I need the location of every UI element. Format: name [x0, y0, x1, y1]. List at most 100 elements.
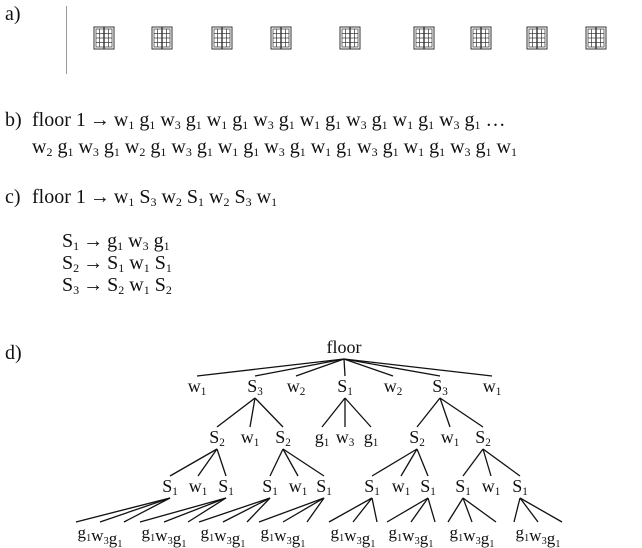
symbol-token: g1: [103, 136, 120, 159]
symbol-token: g1: [153, 230, 170, 253]
symbol-token: w3: [264, 136, 285, 159]
symbol-token: g1: [336, 136, 353, 159]
label-c: c): [5, 186, 21, 208]
symbol-token: g1: [418, 109, 435, 132]
tree-root-floor: floor: [327, 337, 362, 357]
production-c-lhs: floor 1: [32, 186, 86, 208]
tree-edge: [343, 358, 394, 377]
tree-edge: [343, 358, 346, 377]
rule-2: S2→S1 w1 S1: [62, 252, 172, 275]
tree-leaf: g1w3g1: [515, 523, 560, 548]
tree-node-level3: w1: [482, 476, 501, 498]
arrow-symbol: →: [83, 230, 104, 252]
production-c-main: floor 1→w1 S3 w2 S1 w2 S3 w1: [32, 186, 277, 208]
symbol-token: g1: [150, 136, 167, 159]
tree-node-level2: w1: [241, 427, 260, 449]
production-b-rhs-line2: w2 g1 w3 g1 w2 g1 w3 g1 w1 g1 w3 g1 w1 g…: [32, 136, 517, 158]
tree-edge: [371, 448, 418, 477]
symbol-token: g1: [57, 136, 74, 159]
tree-edge: [295, 358, 345, 377]
tree-node-level2: g1: [315, 427, 330, 449]
tree-edge: [416, 397, 441, 428]
tree-edge: [282, 448, 299, 477]
tree-leaf: g1w3g1: [200, 523, 245, 548]
production-b-line1: floor 1→w1 g1 w3 g1 w1 g1 w3 g1 w1 g1 w3…: [32, 109, 506, 132]
window-icon: [526, 26, 548, 50]
tree-edge: [99, 497, 171, 523]
tree-edge: [482, 448, 492, 477]
tree-leaf: g1w3g1: [330, 523, 375, 548]
symbol-token: w1: [310, 136, 332, 159]
tree-edge: [196, 358, 345, 377]
tree-edge: [222, 497, 271, 523]
tree-node-level1: S1: [337, 376, 353, 398]
tree-edge: [343, 358, 493, 377]
tree-edge: [513, 497, 521, 523]
tree-node-level1: S3: [432, 376, 448, 398]
tree-edge: [371, 497, 378, 523]
tree-node-level1: w1: [483, 376, 502, 398]
tree-edge: [462, 497, 473, 523]
symbol-token: w3: [346, 109, 367, 132]
tree-node-level1: S3: [247, 376, 263, 398]
symbol-token: g1: [243, 136, 260, 159]
tree-node-level1: w2: [287, 376, 306, 398]
tree-edge: [447, 497, 464, 523]
symbol-token: w1: [256, 186, 278, 209]
tree-edge: [169, 448, 218, 477]
symbol-token: w1: [403, 136, 425, 159]
tree-edge: [439, 397, 484, 428]
tree-edge: [386, 497, 429, 523]
symbol-token: w1: [113, 186, 135, 209]
label-a: a): [5, 3, 21, 25]
symbol-token: w3: [357, 136, 378, 159]
rule-3: S3→S2 w1 S2: [62, 274, 172, 297]
symbol-token: S3: [234, 186, 252, 209]
tree-edge: [269, 448, 284, 477]
symbol-token: w1: [217, 136, 239, 159]
symbol-token: S1: [154, 252, 172, 275]
tree-leaf: g1w3g1: [141, 523, 186, 548]
arrow-symbol: →: [83, 274, 104, 296]
rule-lhs: S3: [62, 274, 80, 297]
tree-edge: [462, 497, 497, 523]
tree-edge: [282, 448, 325, 477]
symbol-token: g1: [185, 109, 202, 132]
symbol-token: w3: [171, 136, 192, 159]
tree-leaf: g1w3g1: [260, 523, 305, 548]
tree-node-level3: S1: [364, 476, 380, 498]
arrow-symbol: →: [89, 186, 110, 208]
tree-edge: [246, 497, 271, 523]
symbol-token: w2: [161, 186, 182, 209]
tree-node-level3: w1: [189, 476, 208, 498]
tree-node-level2: S2: [275, 427, 291, 449]
tree-edge: [343, 358, 441, 377]
symbol-token: g1: [278, 109, 295, 132]
symbol-token: S1: [107, 252, 125, 275]
symbol-token: g1: [382, 136, 399, 159]
window-icon: [339, 26, 361, 50]
production-c-rhs: w1 S3 w2 S1 w2 S3 w1: [114, 186, 277, 208]
symbol-token: w3: [450, 136, 471, 159]
tree-node-level3: S1: [262, 476, 278, 498]
tree-node-level3: S1: [162, 476, 178, 498]
ellipsis: …: [485, 109, 506, 131]
tree-edge: [197, 448, 218, 477]
symbol-token: w3: [439, 109, 460, 132]
production-b-line2: w2 g1 w3 g1 w2 g1 w3 g1 w1 g1 w3 g1 w1 g…: [32, 136, 517, 158]
tree-edge: [163, 497, 227, 523]
symbol-token: w1: [206, 109, 228, 132]
tree-edge: [306, 497, 325, 523]
arrow-symbol: →: [89, 109, 110, 131]
symbol-token: w1: [129, 252, 150, 275]
tree-edge: [216, 397, 256, 428]
tree-edge: [187, 497, 227, 523]
symbol-token: S1: [186, 186, 205, 209]
tree-edge: [344, 397, 372, 428]
symbol-token: g1: [429, 136, 446, 159]
tree-leaf: g1w3g1: [77, 523, 122, 548]
tree-node-level2: w3: [336, 427, 355, 449]
symbol-token: w2: [32, 136, 53, 159]
symbol-token: w3: [128, 230, 149, 253]
symbol-token: g1: [325, 109, 342, 132]
